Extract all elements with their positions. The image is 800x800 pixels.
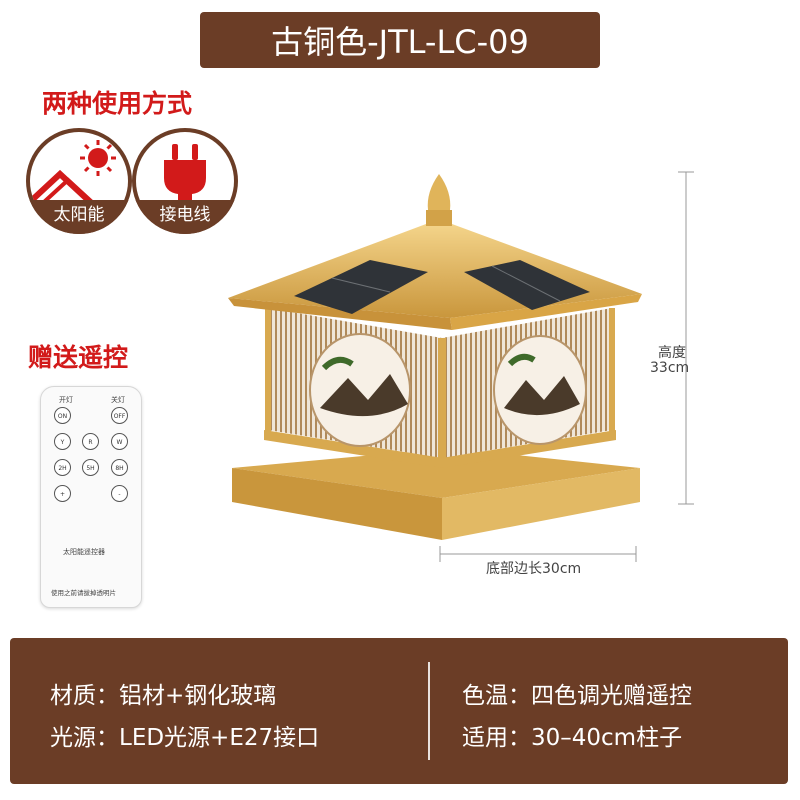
wired-mode-label: 接电线 [132,200,238,234]
spec-material: 材质：铝材+钢化玻璃 [50,683,277,709]
spec-color-temp: 色温：四色调光赠遥控 [462,683,692,709]
remote-8h-button: 8H [111,459,128,476]
pillar-lamp-image [228,174,642,540]
remote-minus-button: - [111,485,128,502]
remote-on-caption: 开灯 [59,396,73,404]
remote-note-text: 使用之前请拔掉透明片 [51,589,116,597]
solar-mode-badge: 太阳能 [26,128,132,234]
remote-2h-button: 2H [54,459,71,476]
remote-gift-heading: 赠送遥控 [28,343,129,372]
solar-mode-label: 太阳能 [26,200,132,234]
height-dimension-line [678,171,694,505]
remote-plus-button: + [54,485,71,502]
remote-w-button: W [111,433,128,450]
spec-panel: 材质：铝材+钢化玻璃 光源：LED光源+E27接口 色温：四色调光赠遥控 适用：… [10,638,788,784]
height-value: 33cm [650,360,690,376]
usage-modes-heading: 两种使用方式 [42,89,193,118]
solar-sun-icon [30,140,116,204]
power-plug-icon [164,144,206,206]
remote-off-caption: 关灯 [111,396,125,404]
remote-off-button: OFF [111,407,128,424]
product-title: 古铜色-JTL-LC-09 [271,23,529,61]
remote-on-button: ON [54,407,71,424]
remote-5h-button: 5H [82,459,99,476]
base-dimension-line [439,546,637,562]
remote-control-image: 开灯 关灯 ON OFF Y R W 2H 5H 8H + - 太阳能遥控器 使… [40,386,142,608]
remote-brand-text: 太阳能遥控器 [63,548,105,556]
product-title-bar: 古铜色-JTL-LC-09 [200,12,600,68]
remote-y-button: Y [54,433,71,450]
spec-light-source: 光源：LED光源+E27接口 [50,725,320,751]
height-label: 高度 [658,345,686,361]
spec-divider [428,662,430,760]
spec-fit: 适用：30–40cm柱子 [462,725,683,751]
wired-mode-badge: 接电线 [132,128,238,234]
remote-r-button: R [82,433,99,450]
base-length-label: 底部边长30cm [486,561,582,577]
